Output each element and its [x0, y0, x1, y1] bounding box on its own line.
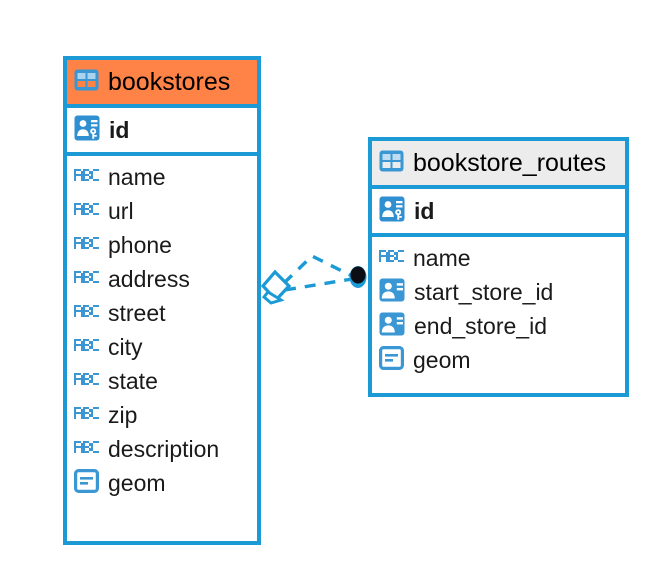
- relationship-line-lower: [284, 277, 353, 292]
- text-type-icon: [74, 372, 99, 391]
- column-label: address: [108, 265, 190, 292]
- entity-title: bookstore_routes: [413, 148, 607, 177]
- column-label: geom: [108, 469, 166, 496]
- column-row-geom[interactable]: geom: [67, 466, 257, 500]
- filled-circle-endpoint: [349, 266, 367, 288]
- column-label: city: [108, 333, 143, 360]
- primary-key-section-bookstore-routes: id: [372, 185, 625, 237]
- entity-bookstore-routes[interactable]: bookstore_routes: [368, 137, 629, 397]
- column-row-state[interactable]: state: [67, 364, 257, 398]
- relationship-line-upper: [282, 253, 353, 285]
- column-label: geom: [413, 346, 471, 373]
- column-row-city[interactable]: city: [67, 330, 257, 364]
- column-row-name[interactable]: name: [67, 160, 257, 194]
- column-label: street: [108, 299, 166, 326]
- column-section-bookstore-routes: name start_store_id: [372, 237, 625, 382]
- column-label: end_store_id: [414, 312, 547, 339]
- column-row-address[interactable]: address: [67, 262, 257, 296]
- column-label: url: [108, 197, 134, 224]
- text-type-icon: [74, 338, 99, 357]
- primary-key-icon: [379, 196, 405, 227]
- column-label: state: [108, 367, 158, 394]
- text-type-icon: [74, 440, 99, 459]
- text-type-icon: [74, 304, 99, 323]
- primary-key-section-bookstores: id: [67, 104, 257, 156]
- foreign-key-icon: [379, 278, 405, 307]
- geometry-type-icon: [379, 345, 404, 375]
- entity-title: bookstores: [108, 67, 231, 96]
- column-label: start_store_id: [414, 278, 554, 305]
- column-row-url[interactable]: url: [67, 194, 257, 228]
- column-row-description[interactable]: description: [67, 432, 257, 466]
- diamond-endpoint: [260, 269, 292, 305]
- column-label: description: [108, 435, 220, 462]
- entity-header-bookstore-routes: bookstore_routes: [372, 141, 625, 185]
- column-label: name: [413, 244, 471, 271]
- text-type-icon: [74, 168, 99, 187]
- text-type-icon: [379, 249, 404, 268]
- column-label: zip: [108, 401, 138, 428]
- foreign-key-icon: [379, 312, 405, 341]
- column-row-street[interactable]: street: [67, 296, 257, 330]
- entity-header-bookstores: bookstores: [67, 60, 257, 104]
- entity-bookstores[interactable]: bookstores id: [63, 56, 261, 545]
- column-row-end-store-id[interactable]: end_store_id: [372, 309, 625, 343]
- geometry-type-icon: [74, 468, 99, 498]
- text-type-icon: [74, 270, 99, 289]
- column-row-primary-key[interactable]: id: [372, 189, 625, 233]
- column-label: phone: [108, 231, 172, 258]
- column-row-primary-key[interactable]: id: [67, 108, 257, 152]
- text-type-icon: [74, 236, 99, 255]
- text-type-icon: [74, 202, 99, 221]
- primary-key-icon: [74, 115, 100, 146]
- column-row-zip[interactable]: zip: [67, 398, 257, 432]
- table-icon: [379, 150, 404, 177]
- table-icon: [74, 69, 99, 96]
- column-row-name[interactable]: name: [372, 241, 625, 275]
- column-row-start-store-id[interactable]: start_store_id: [372, 275, 625, 309]
- column-label: id: [414, 197, 435, 224]
- column-row-phone[interactable]: phone: [67, 228, 257, 262]
- column-section-bookstores: name ur: [67, 156, 257, 505]
- column-label: name: [108, 163, 166, 190]
- column-row-geom[interactable]: geom: [372, 343, 625, 377]
- text-type-icon: [74, 406, 99, 425]
- column-label: id: [109, 116, 130, 143]
